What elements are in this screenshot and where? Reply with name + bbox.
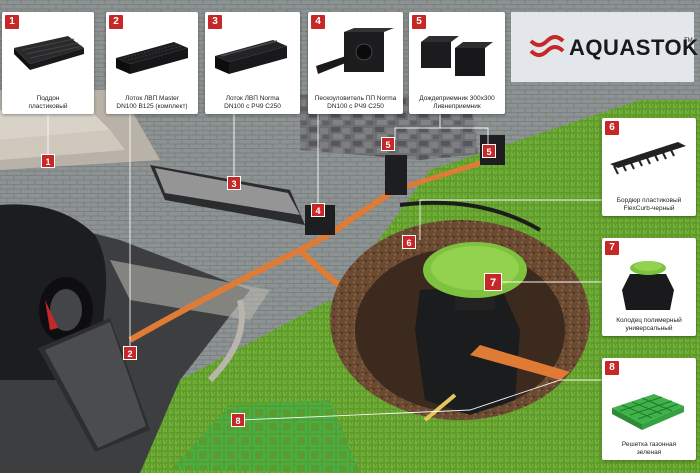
sand-trap-icon <box>316 28 394 74</box>
product-card-2[interactable]: 2 Лоток ЛВП Master DN100 B125 (комплект) <box>106 12 198 114</box>
drain-channel-icon <box>215 40 287 74</box>
product-card-6[interactable]: 6 Бордюр пластиковый FlexCurb-черный <box>602 118 696 216</box>
scene-marker-1[interactable]: 1 <box>41 154 55 168</box>
brand-name: AQUASTOK <box>569 35 699 60</box>
flexcurb-icon <box>610 142 686 175</box>
polymer-well-icon <box>622 261 674 310</box>
product-number: 7 <box>605 241 619 255</box>
wave-logo-icon <box>529 35 565 57</box>
brand-logo: AQUASTOK TM <box>511 12 698 82</box>
product-caption: Пескоуловитель ПП Norma DN100 с РЧ9 C250 <box>314 95 397 110</box>
product-caption: Поддон пластиковый <box>28 95 68 110</box>
product-card-8[interactable]: 8 Решетка газонная зеленая <box>602 358 696 460</box>
lawn-grid-icon <box>612 394 684 430</box>
product-number: 2 <box>109 15 123 29</box>
pallet-icon <box>14 36 84 70</box>
product-caption: Лоток ЛВП Master DN100 B125 (комплект) <box>116 95 188 110</box>
scene-marker-6[interactable]: 6 <box>402 235 416 249</box>
drain-channel-icon <box>116 42 188 74</box>
callout-line-5a <box>394 112 441 140</box>
product-number: 8 <box>605 361 619 375</box>
product-caption: Решетка газонная зеленая <box>621 441 677 456</box>
product-card-7[interactable]: 7 Колодец полимерный универсальный <box>602 238 696 336</box>
product-number: 4 <box>311 15 325 29</box>
scene-marker-5a[interactable]: 5 <box>381 137 395 151</box>
rain-inlet-icon <box>421 36 493 76</box>
product-number: 3 <box>208 15 222 29</box>
product-caption: Бордюр пластиковый FlexCurb-черный <box>616 197 682 212</box>
scene-marker-3[interactable]: 3 <box>227 176 241 190</box>
product-number: 5 <box>412 15 426 29</box>
scene-marker-7[interactable]: 7 <box>484 273 502 291</box>
scene-marker-4[interactable]: 4 <box>311 203 325 217</box>
product-card-5[interactable]: 5 Дождеприемник 300х300 Ливнеприемник <box>409 12 505 114</box>
product-card-1[interactable]: 1 Поддон пластиковый <box>2 12 94 114</box>
scene-marker-5b[interactable]: 5 <box>482 144 496 158</box>
callout-line-8 <box>239 379 602 421</box>
product-number: 1 <box>5 15 19 29</box>
product-caption: Колодец полимерный универсальный <box>616 317 682 332</box>
callout-line-5b <box>440 127 489 146</box>
scene-marker-2[interactable]: 2 <box>123 346 137 360</box>
callout-line-6 <box>419 199 602 240</box>
product-number: 6 <box>605 121 619 135</box>
product-card-3[interactable]: 3 Лоток ЛВП Norma DN100 с РЧ9 C250 <box>205 12 300 114</box>
product-card-4[interactable]: 4 Пескоуловитель ПП Norma DN100 с РЧ9 C2… <box>308 12 403 114</box>
scene-marker-8[interactable]: 8 <box>231 413 245 427</box>
trademark-mark: TM <box>684 38 693 44</box>
product-caption: Лоток ЛВП Norma DN100 с РЧ9 C250 <box>224 95 281 110</box>
product-caption: Дождеприемник 300х300 Ливнеприемник <box>419 95 495 110</box>
